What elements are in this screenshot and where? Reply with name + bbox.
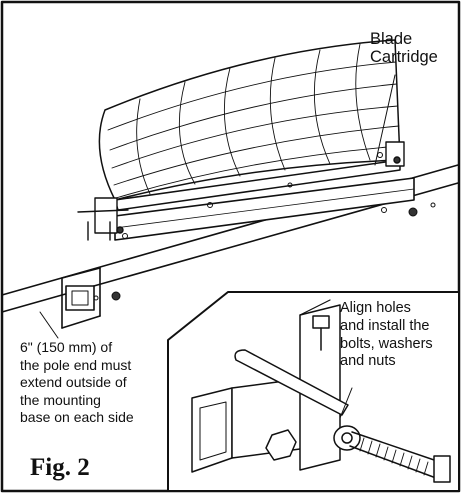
figure-caption: Fig. 2	[30, 454, 90, 481]
inset-detail	[191, 299, 451, 483]
pole-note-line: base on each side	[20, 409, 134, 426]
pole-note-line: 6" (150 mm) of	[20, 339, 113, 355]
pole-note-line: the mounting	[20, 391, 101, 408]
left-clamp	[77, 197, 129, 241]
align-note-line: bolts, washers	[340, 335, 433, 352]
align-leader	[339, 387, 353, 419]
align-note-line: and nuts	[340, 353, 396, 370]
blade-label-line: Blade	[370, 30, 413, 48]
align-note-line: and install the	[340, 317, 430, 334]
align-note: Align holes and install the bolts, washe…	[340, 300, 458, 371]
blade-cartridge-label: Blade Cartridge	[370, 30, 460, 66]
pole-leader	[39, 311, 59, 339]
tube-end	[65, 285, 95, 311]
right-clamp	[385, 141, 405, 167]
blade-cartridge	[98, 39, 401, 211]
align-note-line: Align holes	[340, 300, 411, 316]
pole-note-line: extend outside of	[20, 374, 127, 391]
blade-label-line: Cartridge	[370, 48, 438, 66]
pole-note-line: the pole end must	[20, 356, 132, 373]
pole-note: 6" (150 mm) of the pole end must extend …	[20, 339, 170, 427]
blade-leader	[374, 74, 396, 166]
